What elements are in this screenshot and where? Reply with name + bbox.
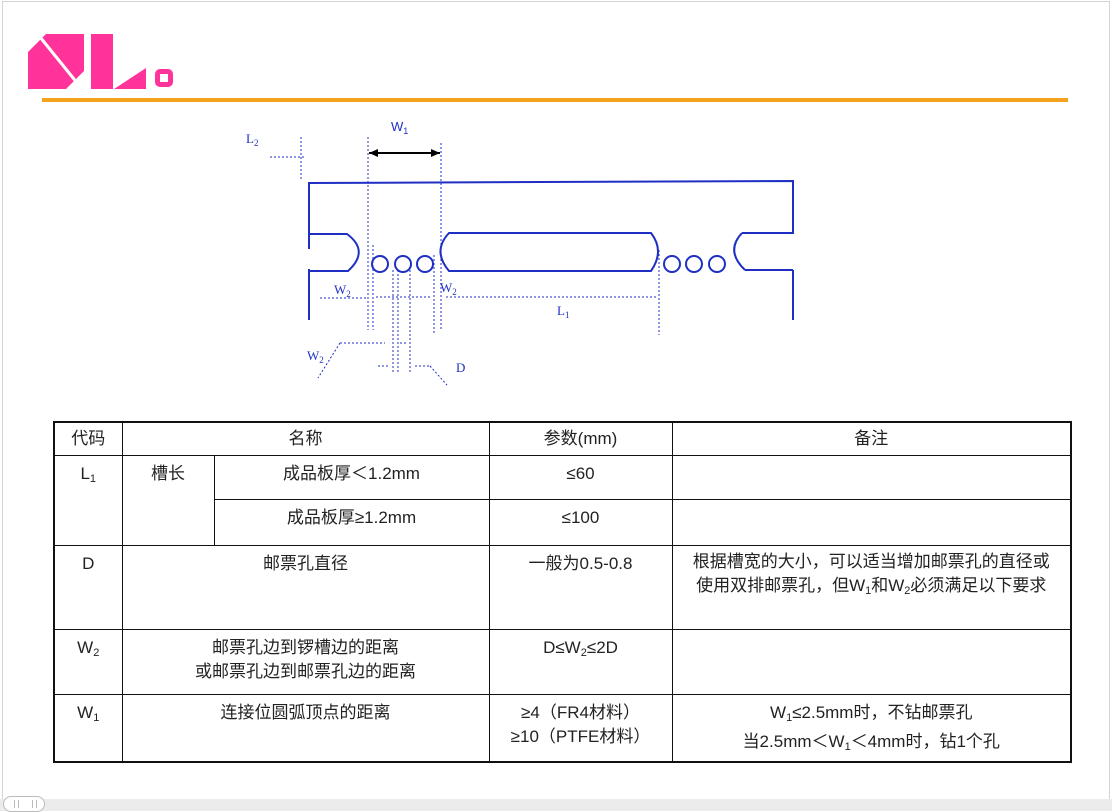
sub-name-cell: 成品板厚＜1.2mm [213, 455, 490, 500]
name-cell: 连接位圆弧顶点的距离 [121, 694, 490, 762]
table-row: L1 槽长 成品板厚＜1.2mm ≤60 [53, 455, 1072, 546]
w2-label-left: W2 [334, 282, 351, 299]
sub-name-cell: 成品板厚≥1.2mm [213, 499, 490, 546]
horizontal-scrollbar[interactable] [0, 799, 1112, 811]
w2-label-right: W2 [440, 280, 457, 297]
sl-logo [28, 34, 173, 89]
header-note: 备注 [671, 421, 1072, 456]
table-row: W1 连接位圆弧顶点的距离 ≥4（FR4材料）≥10（PTFE材料） W1≤2.… [53, 694, 1072, 762]
param-cell: 一般为0.5-0.8 [488, 545, 673, 630]
note-cell: W1≤2.5mm时，不钻邮票孔当2.5mm＜W1＜4mm时，钻1个孔 [671, 694, 1072, 762]
header-name: 名称 [121, 421, 490, 456]
header-param: 参数(mm) [488, 421, 673, 456]
spec-table: 代码 名称 参数(mm) 备注 L1 槽长 成品板厚＜1.2mm ≤60 成品板… [53, 421, 1072, 763]
note-cell [671, 455, 1072, 500]
table-row: D 邮票孔直径 一般为0.5-0.8 根据槽宽的大小，可以适当增加邮票孔的直径或… [53, 545, 1072, 630]
param-cell: ≤100 [488, 499, 673, 546]
note-cell: 根据槽宽的大小，可以适当增加邮票孔的直径或使用双排邮票孔，但W1和W2必须满足以… [671, 545, 1072, 630]
l1-label: L1 [557, 303, 569, 320]
name-cell: 邮票孔直径 [121, 545, 490, 630]
param-cell: D≤W2≤2D [488, 629, 673, 695]
header-rule [42, 98, 1068, 102]
note-cell [671, 629, 1072, 695]
code-cell: W1 [53, 694, 123, 762]
w2-label-bottom: W2 [307, 348, 324, 365]
name-cell: 邮票孔边到锣槽边的距离或邮票孔边到邮票孔边的距离 [121, 629, 490, 695]
table-row: W2 邮票孔边到锣槽边的距离或邮票孔边到邮票孔边的距离 D≤W2≤2D [53, 629, 1072, 695]
code-cell: W2 [53, 629, 123, 695]
stamp-hole-diagram: W1 L2 W2 W2 L1 W2 D [246, 119, 794, 386]
d-label: D [456, 360, 465, 375]
table-row: 成品板厚≥1.2mm ≤100 [54, 499, 1072, 546]
header-code: 代码 [53, 421, 123, 456]
name-cell: 槽长 [121, 455, 215, 546]
l2-label: L2 [246, 131, 258, 148]
param-cell: ≤60 [488, 455, 673, 500]
scrollbar-thumb[interactable] [3, 796, 45, 812]
code-cell: D [53, 545, 123, 630]
code-cell: L1 [53, 455, 123, 546]
note-cell [671, 499, 1072, 546]
table-header: 代码 名称 参数(mm) 备注 [53, 421, 1072, 456]
w1-label: W1 [391, 119, 408, 136]
param-cell: ≥4（FR4材料）≥10（PTFE材料） [488, 694, 673, 762]
